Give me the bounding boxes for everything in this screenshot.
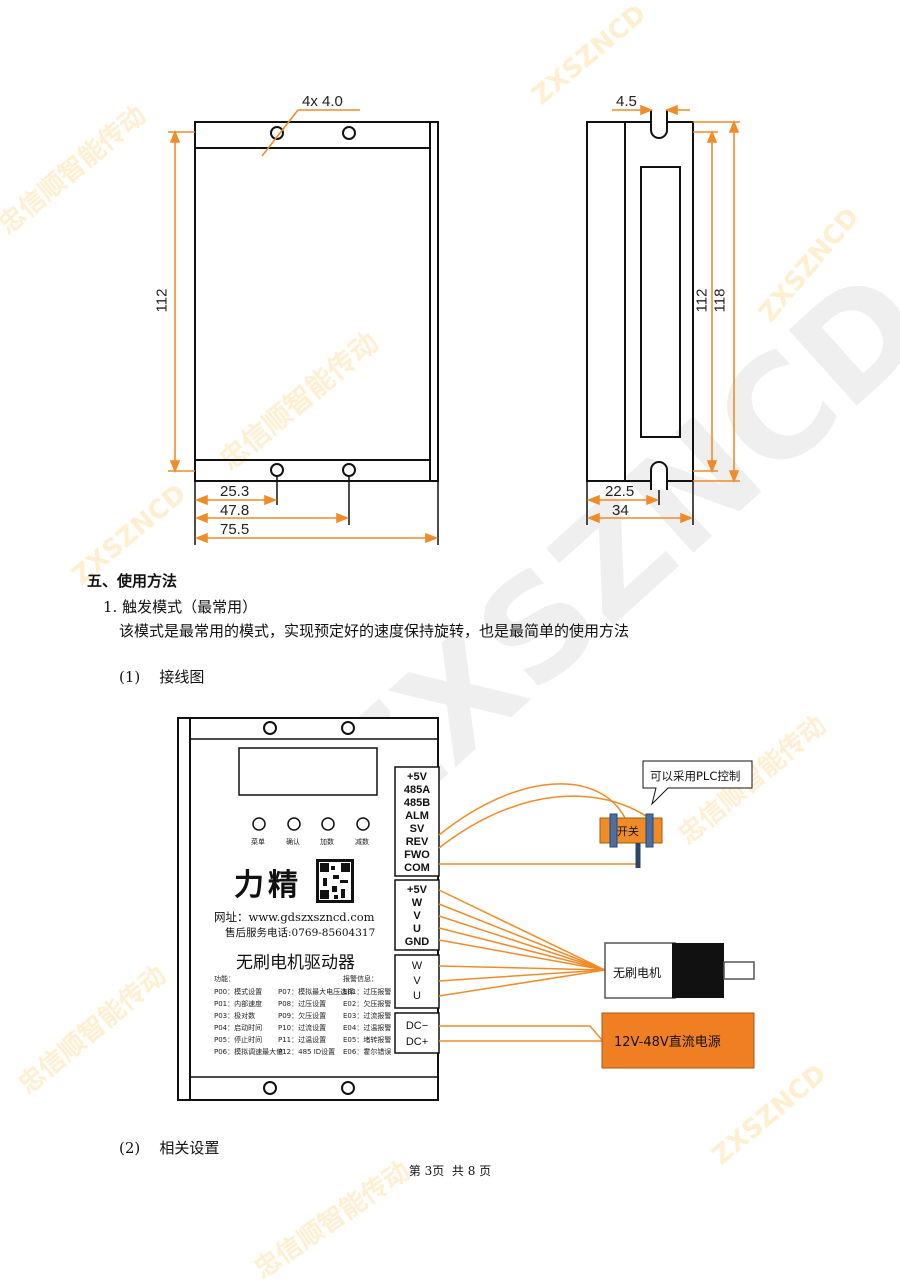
function-item: P04：启动时间 [214, 1024, 263, 1032]
alarm-item: E06：霍尔错误 [343, 1048, 392, 1056]
hall-terminal-block: +5V W V U GND [395, 884, 439, 949]
settings-label: (2) 相关设置 [119, 1139, 220, 1157]
dim-front-w2: 47.8 [220, 502, 250, 519]
terminal-label: U [413, 923, 421, 935]
terminal-label: REV [405, 836, 429, 848]
dim-side-slot: 4.5 [616, 93, 637, 110]
page-footer: 第 3页 共 8 页 [408, 1164, 492, 1178]
terminal-label: W [411, 897, 423, 909]
function-item: P11：过温设置 [278, 1036, 327, 1044]
alarm-item: E04：过温报警 [343, 1024, 392, 1032]
button-label-confirm: 确认 [286, 838, 300, 846]
power-supply-label: 12V-48V直流电源 [614, 1035, 721, 1050]
terminal-label: DC+ [405, 1036, 429, 1048]
terminal-label: 485B [403, 797, 431, 809]
alarm-item: E05：堵转报警 [343, 1036, 392, 1044]
function-item: P12：485 ID设置 [278, 1048, 336, 1056]
terminal-label: +5V [407, 771, 427, 783]
function-item: P01：内部速度 [214, 1000, 263, 1008]
switch-label: 开关 [617, 825, 639, 838]
button-label-plus: 加数 [320, 838, 334, 846]
power-terminal-block: DC− DC+ [395, 1018, 439, 1050]
terminal-label: W [411, 960, 423, 972]
wiring-label: (1) 接线图 [119, 668, 205, 686]
section-heading: 五、使用方法 [87, 572, 178, 590]
section-subheading: 1. 触发模式（最常用） [103, 598, 258, 616]
dim-side-outer: 118 [711, 288, 729, 313]
motor-terminal-block: W V U [395, 959, 439, 1004]
qr-code-icon [316, 859, 354, 903]
wiring-diagram [177, 717, 755, 1101]
driver-brand: 力精 [234, 868, 302, 903]
section-paragraph: 该模式是最常用的模式，实现预定好的速度保持旋转，也是最简单的使用方法 [119, 622, 630, 640]
terminal-label: ALM [405, 810, 429, 822]
function-title: 功能： [214, 975, 235, 983]
alarm-item: E01：过压报警 [343, 988, 392, 996]
function-item: P08：过压设置 [278, 1000, 327, 1008]
driver-product: 无刷电机驱动器 [236, 953, 355, 973]
function-item: P05：停止时间 [214, 1036, 263, 1044]
function-item: P09：欠压设置 [278, 1012, 327, 1020]
dimension-drawings [168, 104, 740, 545]
terminal-label: SV [409, 823, 425, 835]
terminal-label: COM [404, 862, 430, 874]
alarm-item: E02：欠压报警 [343, 1000, 392, 1008]
driver-website: 网址：www.gdszxszncd.com [214, 910, 375, 924]
dim-side-d2: 34 [612, 502, 629, 519]
dim-front-height: 112 [153, 288, 171, 313]
dim-side-d1: 22.5 [605, 483, 635, 500]
function-item: P07：模拟最大电压选择 [278, 988, 355, 996]
dim-hole-label: 4x 4.0 [302, 93, 343, 110]
motor-label: 无刷电机 [613, 966, 662, 980]
terminal-label: V [413, 910, 421, 922]
function-item: P00：模式设置 [214, 988, 263, 996]
control-terminal-block: +5V 485A 485B ALM SV REV FWO COM [395, 771, 439, 875]
alarm-item: E03：过流报警 [343, 1012, 392, 1020]
terminal-label: V [413, 975, 421, 987]
terminal-label: DC− [405, 1020, 429, 1032]
function-item: P10：过流设置 [278, 1024, 327, 1032]
dim-front-width: 75.5 [220, 521, 250, 538]
button-label-menu: 菜单 [251, 838, 265, 846]
driver-service: 售后服务电话:0769-85604317 [225, 927, 376, 939]
plc-note: 可以采用PLC控制 [650, 769, 741, 783]
function-item: P06：模拟调速最大值 [214, 1048, 284, 1056]
terminal-label: GND [404, 936, 430, 948]
terminal-label: +5V [407, 884, 427, 896]
alarm-title: 报警信息： [343, 975, 378, 983]
terminal-label: U [413, 990, 421, 1002]
dim-side-inner: 112 [693, 288, 711, 313]
dim-front-w1: 25.3 [220, 483, 250, 500]
function-item: P03：极对数 [214, 1012, 256, 1020]
terminal-label: 485A [403, 784, 431, 796]
terminal-label: FWO [404, 849, 430, 861]
button-label-minus: 减数 [355, 838, 369, 846]
